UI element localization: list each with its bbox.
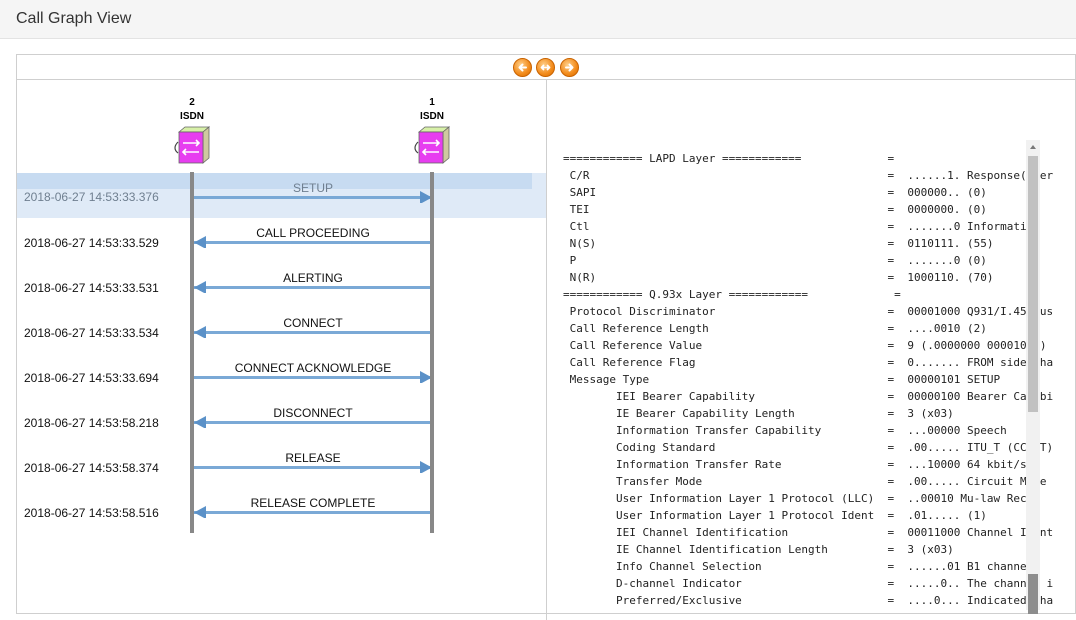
decode-line: Preferred/Exclusive = ....0... Indicated… <box>563 594 1054 607</box>
decode-line: Call Reference Value = 9 (.0000000 00001… <box>563 339 1047 352</box>
arrows-horizontal-icon <box>540 64 551 71</box>
decode-line: IE Bearer Capability Length = 3 (x03) <box>563 407 954 420</box>
decode-line: Info Channel Selection = ......01 B1 cha… <box>563 560 1034 573</box>
decode-line: IEI Channel Identification = 00011000 Ch… <box>563 526 1054 539</box>
message-label[interactable]: DISCONNECT <box>273 406 353 420</box>
decode-line: Transfer Mode = .00..... Circuit Mode <box>563 475 1047 488</box>
isdn-switch-icon <box>414 126 451 164</box>
decode-line: SAPI = 000000.. (0) <box>563 186 987 199</box>
decode-line: Message Type = 00000101 SETUP <box>563 373 1001 386</box>
message-timestamp: 2018-06-27 14:53:33.694 <box>24 371 159 385</box>
packet-decode-text: ============ LAPD Layer ============ = C… <box>563 150 1053 609</box>
decode-line: Information Transfer Capability = ...000… <box>563 424 1007 437</box>
pane-divider[interactable] <box>546 80 547 620</box>
decode-line: Protocol Discriminator = 00001000 Q931/I… <box>563 305 1054 318</box>
arrow-right-icon[interactable] <box>194 461 432 473</box>
message-row[interactable]: 2018-06-27 14:53:33.531 ALERTING <box>17 263 546 308</box>
message-label[interactable]: SETUP <box>292 181 333 195</box>
message-timestamp: 2018-06-27 14:53:33.376 <box>24 190 159 204</box>
message-timestamp: 2018-06-27 14:53:33.529 <box>24 236 159 250</box>
message-timestamp: 2018-06-27 14:53:58.218 <box>24 416 159 430</box>
title-bar: Call Graph View <box>0 0 1076 39</box>
selection-band <box>17 173 532 189</box>
message-timestamp: 2018-06-27 14:53:58.374 <box>24 461 159 475</box>
message-label[interactable]: RELEASE COMPLETE <box>250 496 376 510</box>
detail-scrollbar[interactable] <box>1026 140 1040 614</box>
entity-2[interactable]: 2 ISDN <box>172 96 212 175</box>
decode-line: ============ Q.93x Layer ============ = <box>563 288 901 301</box>
decode-line: User Information Layer 1 Protocol Ident … <box>563 509 987 522</box>
decode-line: Call Reference Flag = 0....... FROM side… <box>563 356 1054 369</box>
fit-button[interactable] <box>536 58 555 77</box>
message-label[interactable]: ALERTING <box>283 271 343 285</box>
arrow-left-icon[interactable] <box>194 326 432 338</box>
scroll-up-icon[interactable] <box>1026 140 1040 154</box>
entity-type: ISDN <box>180 111 204 122</box>
message-timestamp: 2018-06-27 14:53:33.534 <box>24 326 159 340</box>
entity-number: 2 <box>189 97 195 108</box>
decode-line: IEI Bearer Capability = 00000100 Bearer … <box>563 390 1054 403</box>
decode-line: Ctl = .......0 Information <box>563 220 1040 233</box>
decode-line: Call Reference Length = ....0010 (2) <box>563 322 987 335</box>
entity-number: 1 <box>429 97 435 108</box>
arrow-right-icon[interactable] <box>194 371 432 383</box>
message-label[interactable]: CONNECT ACKNOWLEDGE <box>234 361 392 375</box>
decode-line: C/R = ......1. Response(User <box>563 169 1054 182</box>
message-row[interactable]: 2018-06-27 14:53:33.529 CALL PROCEEDING <box>17 218 546 263</box>
isdn-switch-icon <box>174 126 211 164</box>
message-label[interactable]: CALL PROCEEDING <box>256 226 370 240</box>
decode-line: N(R) = 1000110. (70) <box>563 271 994 284</box>
arrow-right-icon[interactable] <box>194 191 432 203</box>
message-timestamp: 2018-06-27 14:53:58.516 <box>24 506 159 520</box>
window-title: Call Graph View <box>16 10 132 27</box>
decode-line: User Information Layer 1 Protocol (LLC) … <box>563 492 1040 505</box>
lifeline-entity-2 <box>190 172 194 533</box>
decode-line: D-channel Indicator = .....0.. The chann… <box>563 577 1054 590</box>
call-graph-panel: 2 ISDN 1 ISDN 2018-06-27 14 <box>16 54 1076 620</box>
message-timestamp: 2018-06-27 14:53:33.531 <box>24 281 159 295</box>
previous-button[interactable] <box>513 58 532 77</box>
entity-1[interactable]: 1 ISDN <box>412 96 452 175</box>
next-button[interactable] <box>560 58 579 77</box>
message-row[interactable]: 2018-06-27 14:53:33.376 SETUP <box>17 173 546 218</box>
message-label[interactable]: CONNECT <box>283 316 343 330</box>
message-row[interactable]: 2018-06-27 14:53:58.374 RELEASE <box>17 443 546 488</box>
packet-detail-pane: ============ LAPD Layer ============ = C… <box>547 80 1075 620</box>
arrow-left-icon[interactable] <box>194 236 432 248</box>
sequence-diagram: 2 ISDN 1 ISDN 2018-06-27 14 <box>17 80 546 620</box>
decode-line: N(S) = 0110111. (55) <box>563 237 994 250</box>
message-row[interactable]: 2018-06-27 14:53:58.516 RELEASE COMPLETE <box>17 488 546 533</box>
arrow-left-icon <box>518 63 527 72</box>
decode-line: TEI = 0000000. (0) <box>563 203 987 216</box>
message-label[interactable]: RELEASE <box>285 451 341 465</box>
decode-line: Information Transfer Rate = ...10000 64 … <box>563 458 1027 471</box>
lifeline-entity-1 <box>430 172 434 533</box>
message-row[interactable]: 2018-06-27 14:53:58.218 DISCONNECT <box>17 398 546 443</box>
decode-line: IE Channel Identification Length = 3 (x0… <box>563 543 954 556</box>
message-row[interactable]: 2018-06-27 14:53:33.694 CONNECT ACKNOWLED… <box>17 353 546 398</box>
arrow-left-icon[interactable] <box>194 416 432 428</box>
message-row[interactable]: 2018-06-27 14:53:33.534 CONNECT <box>17 308 546 353</box>
scrollbar-thumb-secondary[interactable] <box>1028 574 1038 614</box>
decode-line: ============ LAPD Layer ============ = <box>563 152 895 165</box>
graph-toolbar <box>17 55 1075 80</box>
arrow-right-icon <box>565 63 574 72</box>
arrow-left-icon[interactable] <box>194 281 432 293</box>
entity-type: ISDN <box>420 111 444 122</box>
decode-line: P = .......0 (0) <box>563 254 987 267</box>
scrollbar-thumb[interactable] <box>1028 156 1038 412</box>
decode-line: Coding Standard = .00..... ITU_T (CCITT) <box>563 441 1054 454</box>
arrow-left-icon[interactable] <box>194 506 432 518</box>
